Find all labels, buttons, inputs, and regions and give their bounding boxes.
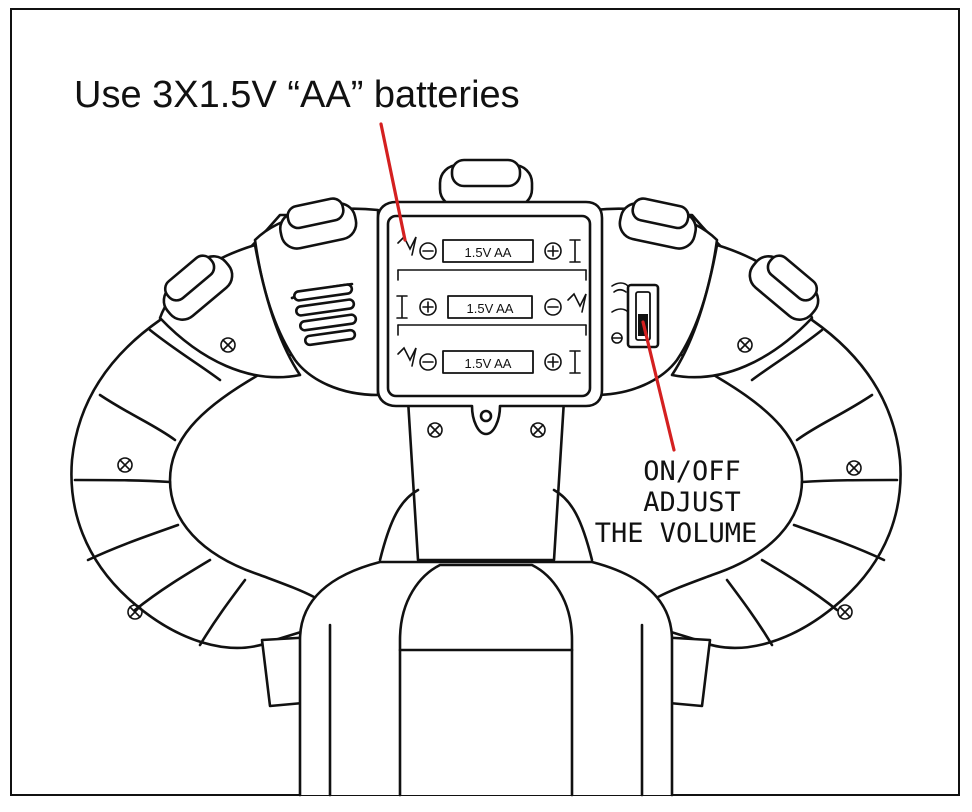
cell-1: 1.5V AA — [397, 235, 587, 271]
torso — [298, 398, 674, 797]
screw-icon — [427, 422, 443, 438]
screw-icon — [737, 337, 753, 353]
top-button — [438, 158, 534, 209]
cell-2: 1.5V AA — [396, 292, 587, 326]
right-upper-button — [618, 197, 698, 250]
right-outer-button — [748, 254, 820, 321]
pointers — [379, 122, 676, 452]
screws — [117, 337, 862, 620]
switch-label-line3: THE VOLUME — [595, 518, 758, 549]
screw-icon — [220, 337, 236, 353]
speaker-grille-icon — [290, 282, 358, 347]
cell-label: 1.5V AA — [465, 245, 512, 260]
torso-center — [398, 563, 574, 797]
battery-compartment: 1.5V AA 1.5V AA 1.5V AA — [376, 200, 604, 436]
battery-label: Use 3X1.5V “AA” batteries — [74, 74, 520, 116]
screw-icon — [117, 457, 133, 473]
battery-pointer — [379, 122, 407, 242]
screw-icon — [127, 604, 143, 620]
left-outer-button — [162, 254, 234, 321]
cell-3: 1.5V AA — [397, 346, 581, 374]
screw-icon — [530, 422, 546, 438]
screw-icon — [846, 460, 862, 476]
left-upper-button — [278, 197, 358, 250]
switch-pointer — [641, 320, 676, 452]
buttons — [162, 158, 820, 321]
cell-label: 1.5V AA — [465, 356, 512, 371]
cell-label: 1.5V AA — [467, 301, 514, 316]
switch-label-line2: ADJUST — [643, 487, 741, 518]
switch-label-line1: ON/OFF — [643, 456, 741, 487]
screw-icon — [837, 604, 853, 620]
